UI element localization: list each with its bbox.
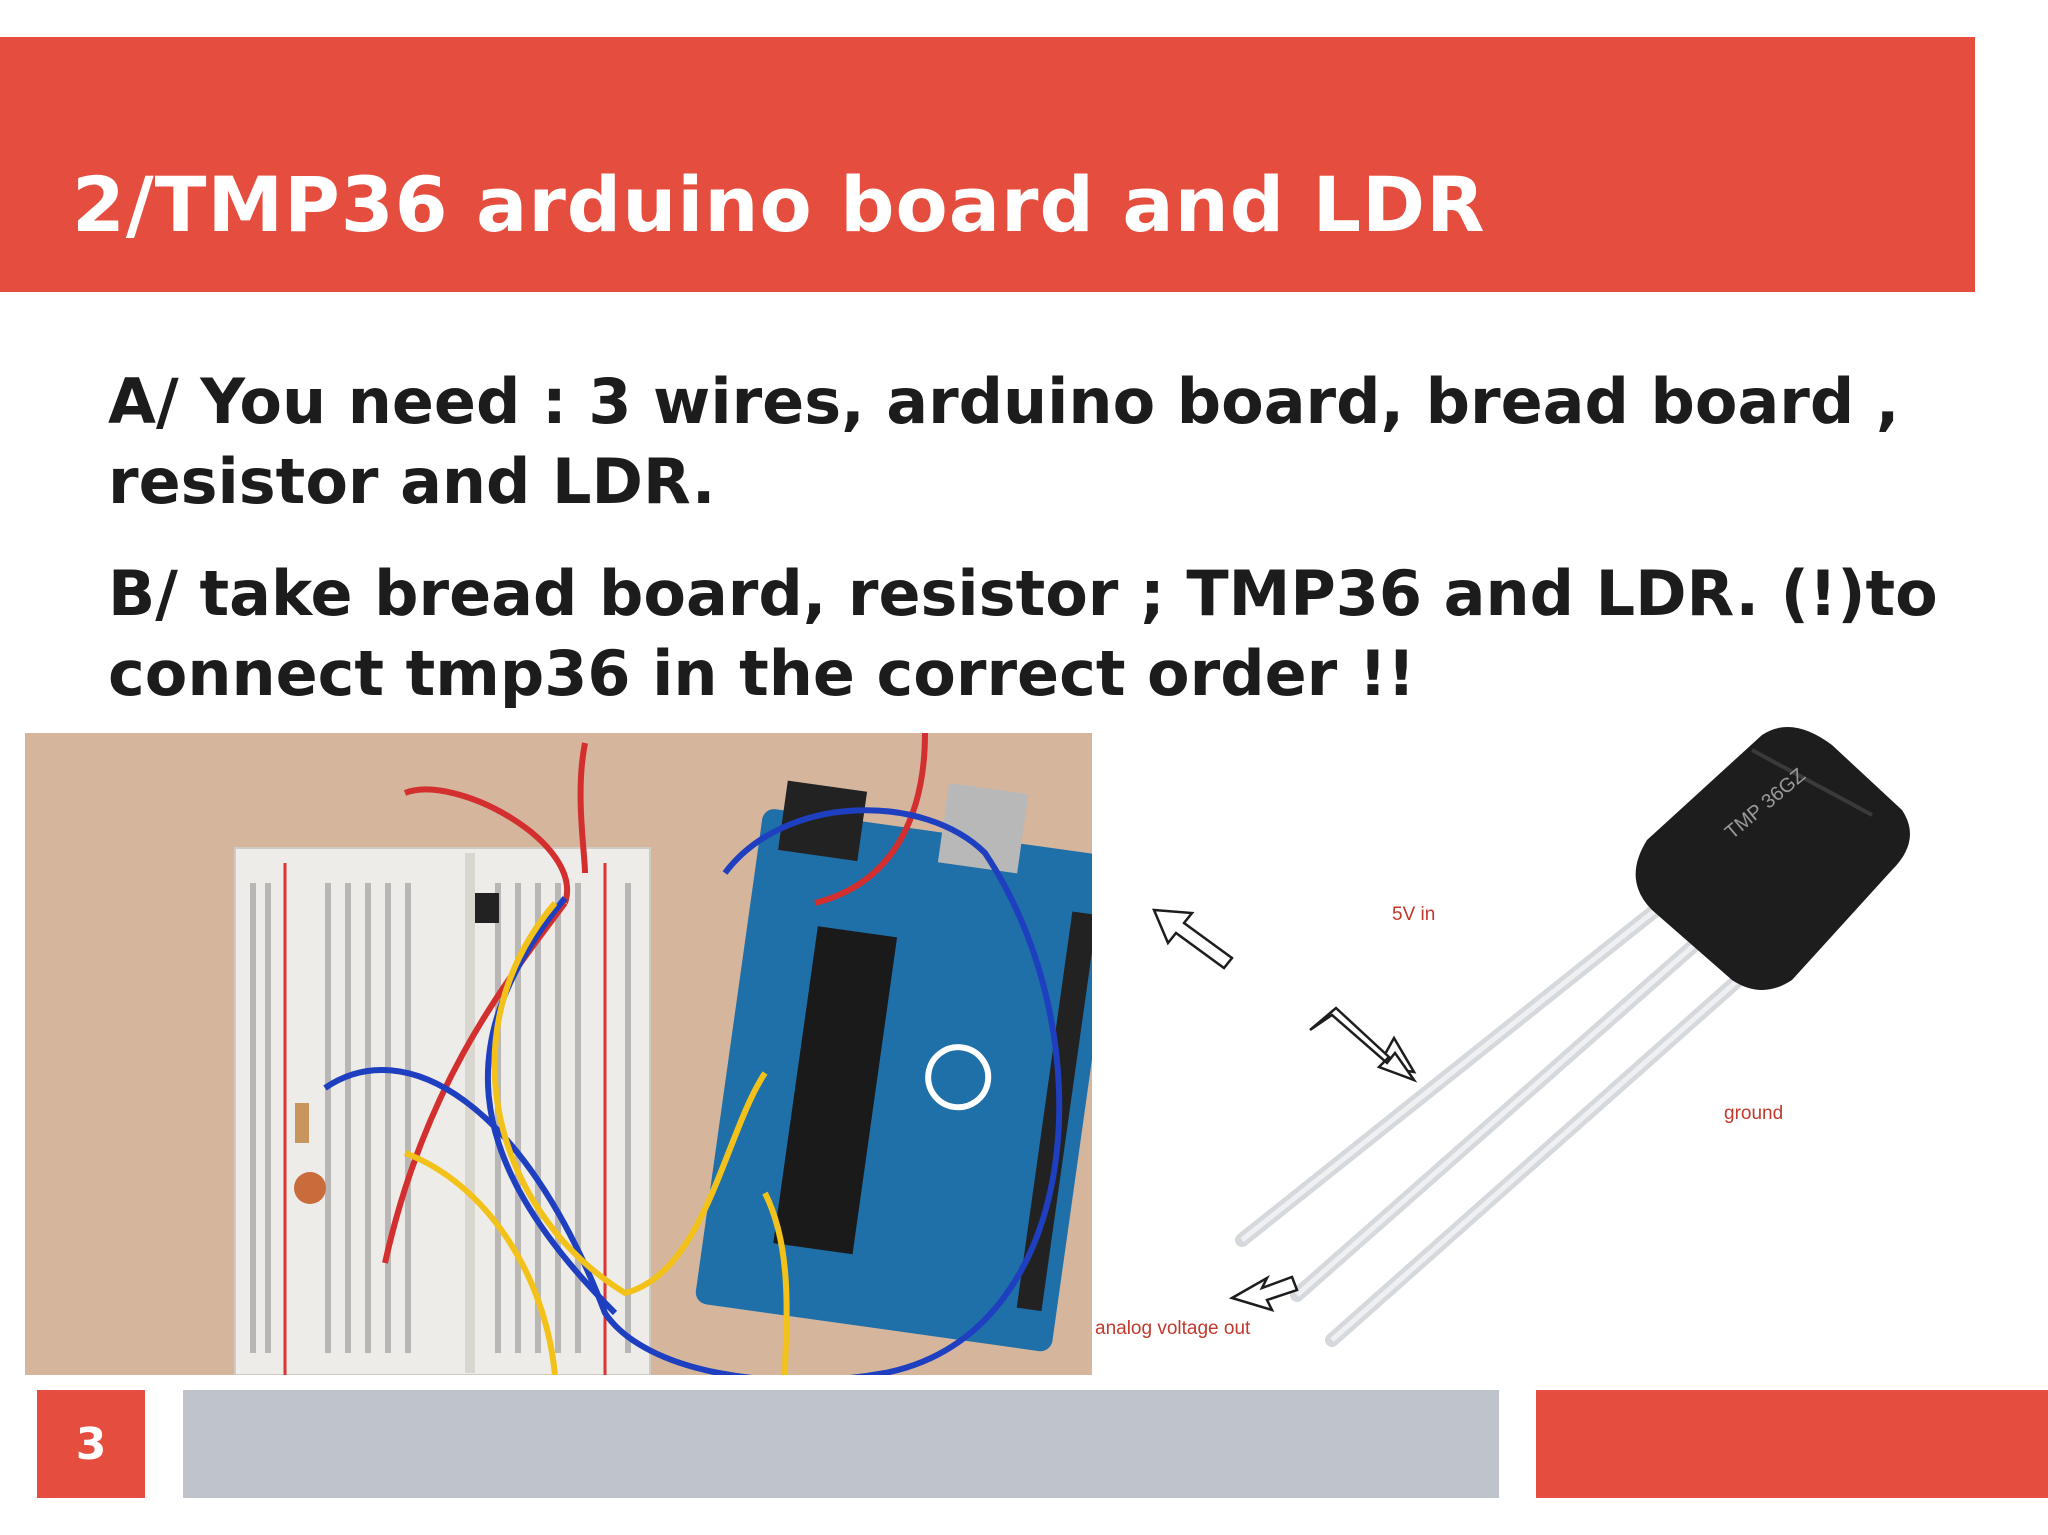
title-bar: [0, 37, 1975, 292]
breadboard-arduino-photo: [25, 733, 1092, 1375]
page-number: 3: [37, 1390, 145, 1498]
step-b-text: B/ take bread board, resistor ; TMP36 an…: [108, 557, 1938, 710]
step-a-text: A/ You need : 3 wires, arduino board, br…: [108, 365, 1900, 518]
label-analog-out: analog voltage out: [1095, 1318, 1251, 1339]
footer-gray-bar: [183, 1390, 1499, 1498]
label-ground: ground: [1724, 1103, 1784, 1124]
footer-red-bar: [1536, 1390, 2048, 1498]
slide-title: 2/TMP36 arduino board and LDR: [72, 160, 1486, 249]
label-5v-in: 5V in: [1392, 904, 1436, 925]
tmp36-pinout-diagram: TMP 36GZ: [1092, 720, 2048, 1380]
